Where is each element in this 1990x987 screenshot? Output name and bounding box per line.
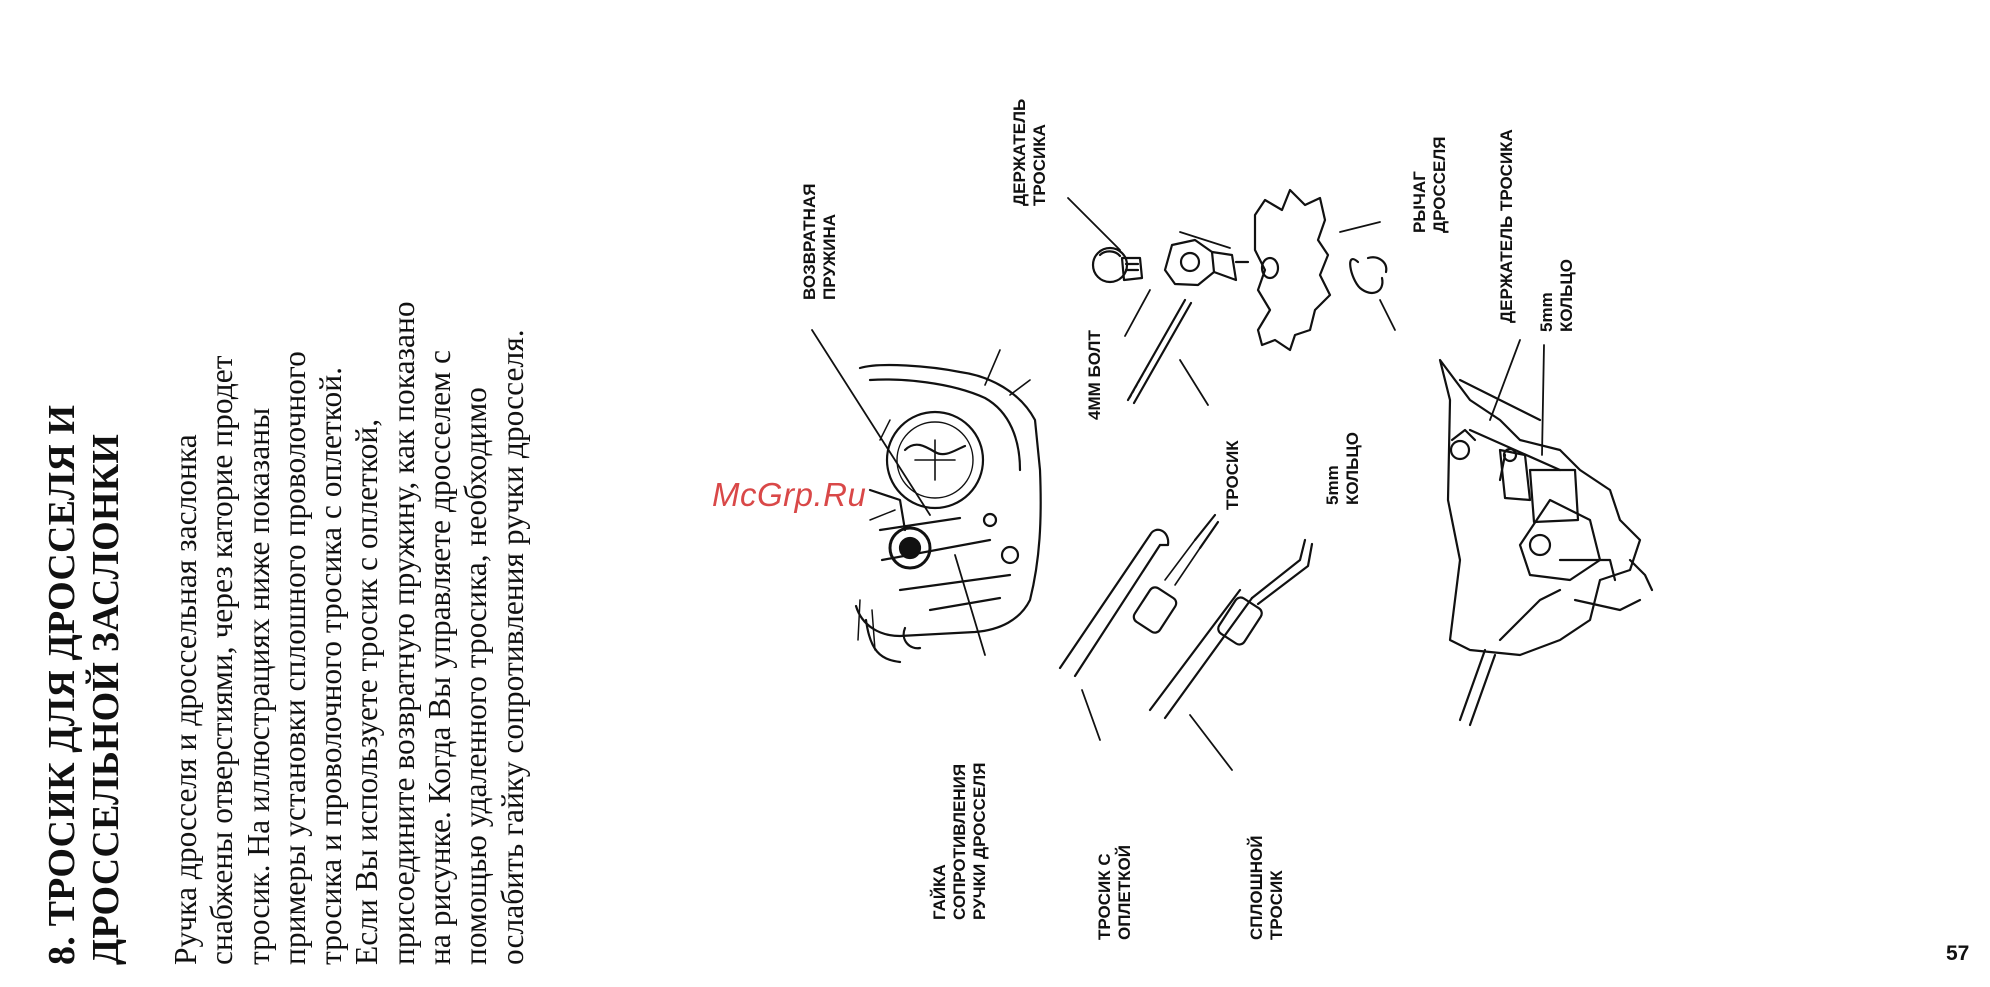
label-ring-5mm-right: 5mm КОЛЬЦО bbox=[1537, 259, 1576, 332]
throttle-lever-illustration bbox=[1253, 188, 1332, 352]
label-ring-5mm-center: 5mm КОЛЬЦО bbox=[1323, 432, 1362, 505]
watermark: McGrp.Ru bbox=[712, 476, 867, 513]
label-line: ТРОСИКА bbox=[1030, 124, 1049, 206]
label-return-spring: ВОЗВРАТНАЯ ПРУЖИНА bbox=[800, 184, 839, 300]
page-number: 57 bbox=[1946, 942, 1970, 965]
solid-cable-illustration bbox=[1148, 538, 1314, 720]
label-line: ТРОСИК С bbox=[1095, 853, 1114, 940]
engine-illustration bbox=[854, 349, 1042, 664]
label-line: ПРУЖИНА bbox=[820, 214, 839, 300]
label-line: ГАЙКА bbox=[930, 864, 949, 920]
label-line: 5mm bbox=[1323, 465, 1342, 505]
bolt-illustration bbox=[1091, 246, 1144, 284]
label-line: РЫЧАГ bbox=[1410, 171, 1429, 233]
label-line: ВОЗВРАТНАЯ bbox=[800, 184, 819, 300]
label-solid-cable: СПЛОШНОЙ ТРОСИК bbox=[1247, 836, 1286, 940]
label-line: КОЛЬЦО bbox=[1557, 259, 1576, 332]
label-line: ДЕРЖАТЕЛЬ bbox=[1010, 99, 1029, 206]
washer-illustration bbox=[1260, 256, 1280, 280]
ring-illustration bbox=[1349, 256, 1388, 295]
braided-cable-illustration bbox=[1058, 513, 1220, 678]
label-cable: ТРОСИК bbox=[1223, 440, 1242, 510]
label-line: ДРОССЕЛЯ bbox=[1430, 137, 1449, 234]
cable-holder-illustration bbox=[1163, 238, 1250, 287]
label-line: ОПЛЕТКОЙ bbox=[1115, 845, 1134, 940]
label-braided-cable: ТРОСИК С ОПЛЕТКОЙ bbox=[1095, 845, 1134, 940]
cable-illustration bbox=[1126, 298, 1193, 405]
leader-lines bbox=[811, 197, 1545, 771]
label-cable-holder-top: ДЕРЖАТЕЛЬ ТРОСИКА bbox=[1010, 99, 1049, 206]
label-line: РУЧКИ ДРОССЕЛЯ bbox=[970, 763, 989, 920]
label-cable-holder-right: ДЕРЖАТЕЛЬ ТРОСИКА bbox=[1497, 129, 1516, 323]
label-throttle-lever: РЫЧАГ ДРОССЕЛЯ bbox=[1410, 137, 1449, 234]
label-friction-nut: ГАЙКА СОПРОТИВЛЕНИЯ РУЧКИ ДРОССЕЛЯ bbox=[930, 763, 989, 920]
label-line: СПЛОШНОЙ bbox=[1247, 836, 1266, 940]
label-line: ТРОСИК bbox=[1267, 870, 1286, 940]
label-line: СОПРОТИВЛЕНИЯ bbox=[950, 764, 969, 920]
label-bolt-4mm: 4MM БОЛТ bbox=[1085, 330, 1104, 420]
right-assembly-illustration bbox=[1438, 358, 1654, 727]
label-line: КОЛЬЦО bbox=[1343, 432, 1362, 505]
label-line: ДЕРЖАТЕЛЬ ТРОСИКА bbox=[1497, 129, 1516, 323]
label-line: 4MM БОЛТ bbox=[1085, 330, 1104, 420]
label-line: 5mm bbox=[1537, 292, 1556, 332]
label-line: ТРОСИК bbox=[1223, 440, 1242, 510]
